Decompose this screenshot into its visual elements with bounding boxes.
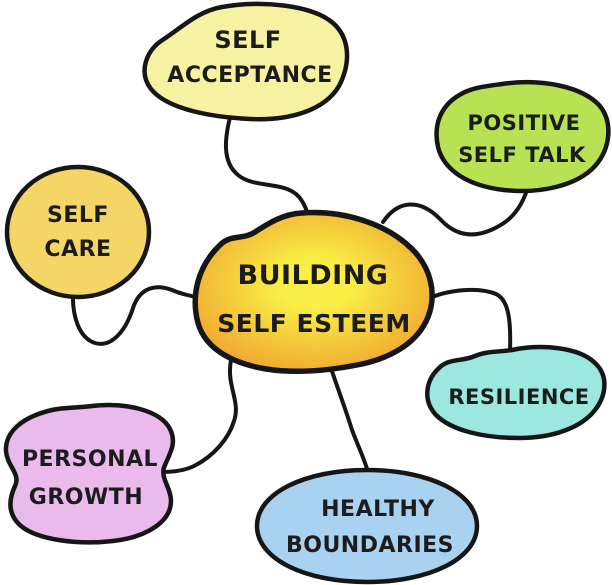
link-center-positive-self-talk (381, 188, 529, 237)
node-labels: SELF ACCEPTANCE POSITIVE SELF TALK SELF … (22, 26, 589, 558)
resilience-blob (425, 344, 607, 441)
personal-growth-label-line2: GROWTH (29, 485, 143, 510)
link-center-healthy-boundaries (327, 360, 370, 474)
building-self-esteem-blob (192, 209, 435, 375)
healthy-boundaries-blob (254, 467, 480, 585)
building-self-esteem-label-line2: SELF ESTEEM (217, 309, 410, 338)
resilience-label-line1: RESILIENCE (448, 385, 589, 409)
self-acceptance-label-line1: SELF (214, 26, 281, 54)
positive-self-talk-label-line1: POSITIVE (468, 111, 581, 135)
self-care-blob (4, 164, 152, 300)
self-acceptance-blob (142, 1, 350, 122)
node-shapes (3, 1, 611, 585)
positive-self-talk-label-line2: SELF TALK (458, 143, 586, 167)
positive-self-talk-blob (434, 79, 611, 194)
healthy-boundaries-label-line2: BOUNDARIES (286, 533, 454, 558)
link-center-resilience (423, 288, 513, 352)
self-care-label-line2: CARE (44, 237, 111, 262)
personal-growth-blob (3, 402, 176, 545)
link-center-self-care (70, 285, 203, 346)
healthy-boundaries-label-line1: HEALTHY (321, 497, 435, 522)
self-acceptance-label-line2: ACCEPTANCE (167, 63, 332, 88)
building-self-esteem-label-line1: BUILDING (238, 260, 389, 291)
self-care-label-line1: SELF (47, 203, 109, 228)
link-center-self-acceptance (223, 108, 310, 226)
personal-growth-label-line1: PERSONAL (22, 447, 158, 472)
link-center-personal-growth (159, 358, 238, 474)
